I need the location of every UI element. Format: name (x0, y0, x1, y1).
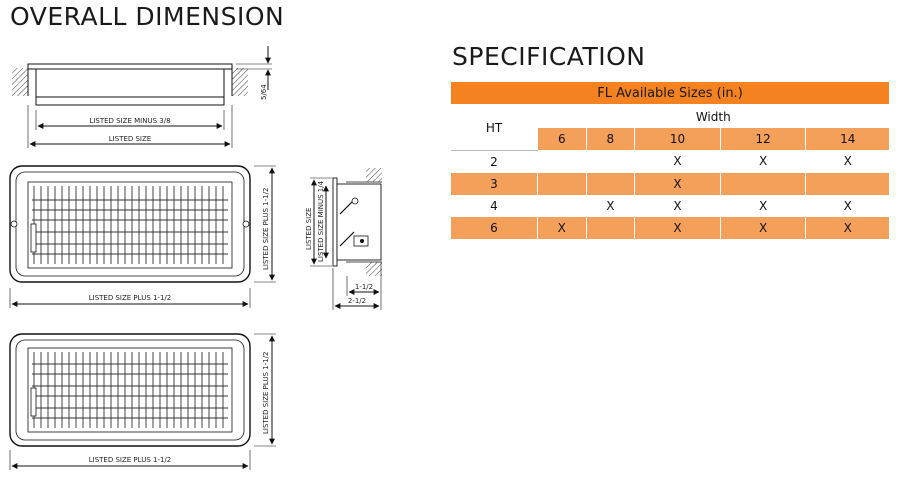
size-cell: X (719, 150, 806, 173)
depth-two-half-label: 2-1/2 (348, 297, 366, 305)
wall-hatch-left (12, 68, 28, 96)
ht-cell: 6 (451, 216, 538, 239)
width-col-14: 14 (805, 128, 889, 150)
table-row: 4 X X X X (451, 194, 889, 217)
size-cell: X (634, 150, 721, 173)
side-hatch-top (366, 168, 382, 182)
listed-size-label: LISTED SIZE (109, 135, 151, 143)
grille-body (35, 68, 225, 98)
size-cell: X (634, 216, 721, 239)
table-row: 2 X X X (451, 150, 889, 173)
front-view-drawing: LISTED SIZE PLUS 1-1/2 LISTED SIZE PLUS … (9, 165, 276, 308)
side-boot (336, 183, 382, 261)
size-cell (805, 172, 889, 195)
ht-cell: 3 (451, 172, 538, 195)
size-cell: X (634, 194, 721, 217)
size-cell (537, 194, 587, 217)
overall-dimension-title: OVERALL DIMENSION (10, 2, 285, 31)
bottom-width-label: LISTED SIZE PLUS 1-1/2 (89, 456, 171, 464)
bottom-view-drawing: LISTED SIZE PLUS 1-1/2 LISTED SIZE PLUS … (9, 333, 276, 470)
side-listed-minus-label: LISTED SIZE MINUS 1/4 (317, 180, 325, 262)
size-cell (719, 172, 806, 195)
front-louvers (32, 186, 228, 264)
size-cell: X (805, 150, 889, 173)
specification-title: SPECIFICATION (452, 42, 646, 71)
width-col-10: 10 (634, 128, 721, 150)
depth-one-half-label: 1-1/2 (355, 283, 373, 291)
screw-hole-left (10, 220, 18, 228)
ht-header: HT (451, 105, 538, 151)
side-face-plate (332, 177, 338, 267)
listed-size-minus-label: LISTED SIZE MINUS 3/8 (89, 117, 170, 125)
width-col-8: 8 (585, 128, 635, 150)
bottom-louvers (32, 352, 228, 428)
size-cell (585, 150, 635, 173)
sizes-table: FL Available Sizes (in.) HT Width 6 8 10… (451, 82, 889, 239)
width-header: Width (695, 110, 731, 124)
five-sixty-fourths-label: 5/64 (260, 84, 268, 100)
table-title: FL Available Sizes (in.) (451, 82, 889, 106)
damper-lever (30, 223, 37, 253)
size-cell: X (537, 216, 587, 239)
dimension-drawings: LISTED SIZE MINUS 3/8 LISTED SIZE 5/64 L… (9, 46, 382, 470)
size-cell (537, 172, 587, 195)
front-width-label: LISTED SIZE PLUS 1-1/2 (89, 294, 171, 302)
ht-cell: 2 (490, 154, 498, 169)
size-cell: X (805, 194, 889, 217)
wall-hatch-right (232, 68, 248, 96)
width-col-12: 12 (719, 128, 806, 150)
width-col-6: 6 (537, 128, 587, 150)
size-cell: X (805, 216, 889, 239)
bottom-damper-lever (30, 387, 37, 417)
side-hatch-bottom (366, 262, 382, 276)
bottom-height-label: LISTED SIZE PLUS 1-1/2 (262, 352, 270, 434)
size-cell: X (719, 194, 806, 217)
ht-cell: 4 (490, 198, 498, 213)
size-cell: X (719, 216, 806, 239)
table-row: 6 X X X X (451, 216, 889, 239)
screw-hole-right (242, 220, 250, 228)
grille-flange (27, 63, 233, 70)
side-listed-size-label: LISTED SIZE (305, 208, 313, 250)
top-view-drawing: LISTED SIZE MINUS 3/8 LISTED SIZE 5/64 (12, 46, 272, 148)
side-view-drawing: LISTED SIZE LISTED SIZE MINUS 1/4 1-1/2 … (305, 168, 382, 310)
front-height-label: LISTED SIZE PLUS 1-1/2 (262, 188, 270, 270)
size-cell: X (634, 172, 721, 195)
size-cell: X (585, 194, 635, 217)
size-cell (585, 216, 635, 239)
size-cell (585, 172, 635, 195)
table-row: 3 X (451, 172, 889, 195)
size-cell (537, 150, 587, 173)
